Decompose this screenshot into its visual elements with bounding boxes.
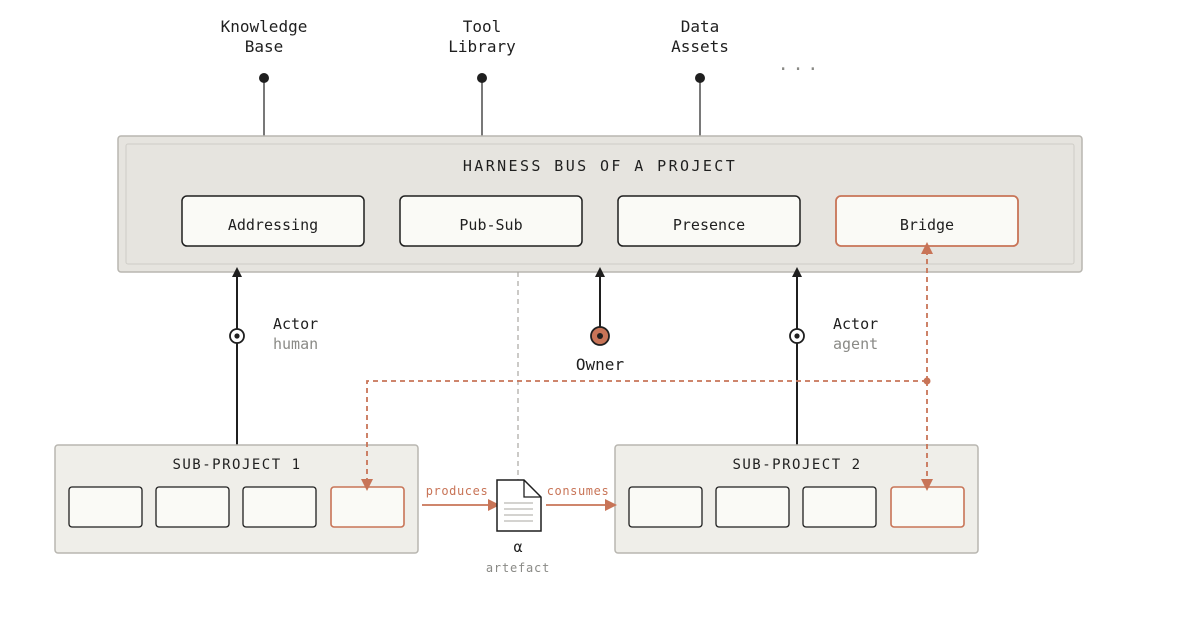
module-addressing[interactable] <box>181 195 365 247</box>
subproject-slot[interactable] <box>715 486 790 528</box>
produces-label: produces <box>426 484 489 498</box>
actor-human-link: Actor human <box>229 267 318 457</box>
actor-kind: human <box>273 335 318 353</box>
actor-agent-link: Actor agent <box>789 267 878 457</box>
actor-node-dot <box>794 333 800 339</box>
resource-label-line1: Data <box>681 17 720 36</box>
owner-link: Owner <box>576 267 625 374</box>
actor-node-dot <box>234 333 240 339</box>
subproject-slot[interactable] <box>68 486 143 528</box>
module-presence[interactable] <box>617 195 801 247</box>
subproject-title: SUB-PROJECT 1 <box>172 457 301 473</box>
resource-knowledge-base: Knowledge Base <box>221 17 308 137</box>
artefact-symbol: α <box>513 538 522 556</box>
owner-label: Owner <box>576 355 625 374</box>
actor-kind: agent <box>833 335 878 353</box>
bridge-junction <box>923 377 931 385</box>
subproject-slot[interactable] <box>628 486 703 528</box>
resource-label-line2: Assets <box>671 37 729 56</box>
actor-label: Actor <box>273 315 318 333</box>
bridge-arrow-to-subproject-1 <box>361 380 927 491</box>
harness-bus: HARNESS BUS OF A PROJECT Addressing Pub-… <box>117 135 1083 273</box>
subproject-2: SUB-PROJECT 2 <box>614 444 979 554</box>
bus-inner-border <box>125 143 1075 265</box>
resource-label-line1: Knowledge <box>221 17 308 36</box>
module-pub-sub[interactable] <box>399 195 583 247</box>
subproject-slot[interactable] <box>802 486 877 528</box>
owner-node-dot <box>597 333 603 339</box>
module-label: Pub-Sub <box>459 216 522 234</box>
resource-label-line2: Base <box>245 37 284 56</box>
actor-label: Actor <box>833 315 878 333</box>
resource-label-line2: Library <box>448 37 516 56</box>
subproject-bridge-slot[interactable] <box>330 486 405 528</box>
subproject-bridge-slot[interactable] <box>890 486 965 528</box>
module-label: Presence <box>673 216 745 234</box>
subproject-panel <box>54 444 419 554</box>
subproject-title: SUB-PROJECT 2 <box>732 457 861 473</box>
resource-data-assets: Data Assets <box>671 17 729 137</box>
subproject-1: SUB-PROJECT 1 <box>54 444 419 554</box>
subproject-slot[interactable] <box>155 486 230 528</box>
module-label: Bridge <box>900 216 954 234</box>
artefact-label: artefact <box>486 561 550 575</box>
document-fold <box>523 480 541 498</box>
more-resources-ellipsis: ... <box>778 54 823 75</box>
subproject-slot[interactable] <box>242 486 317 528</box>
artefact: produces consumes α artefact <box>422 479 617 575</box>
resource-label-line1: Tool <box>463 17 502 36</box>
consumes-label: consumes <box>547 484 610 498</box>
bus-title: HARNESS BUS OF A PROJECT <box>463 157 737 175</box>
bridge-routing <box>361 242 933 491</box>
document-icon <box>496 479 542 532</box>
module-label: Addressing <box>228 216 318 234</box>
resource-tool-library: Tool Library <box>448 17 516 137</box>
